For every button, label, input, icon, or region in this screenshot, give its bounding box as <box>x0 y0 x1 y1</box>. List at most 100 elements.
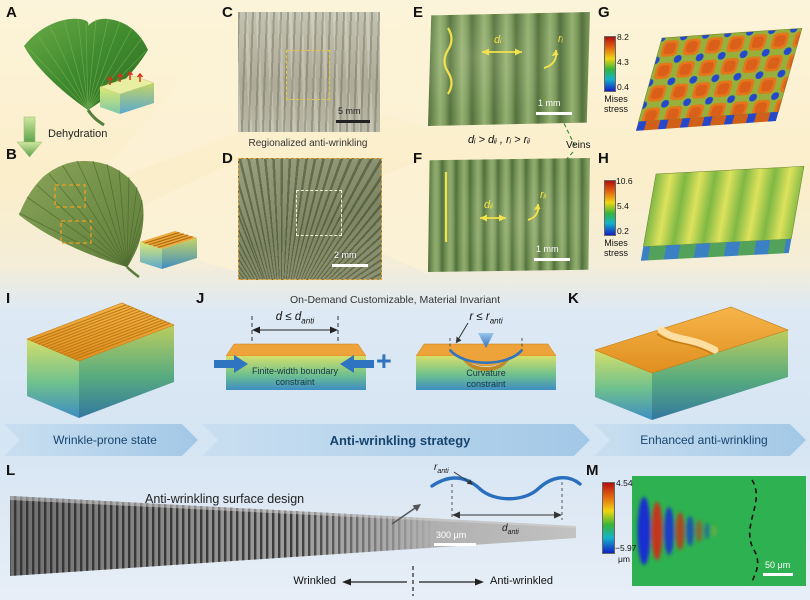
wrinkle-boundary-annotations <box>342 566 484 596</box>
panel-e-annotations: dᵢ rᵢ 1 mm <box>443 27 572 115</box>
flow-arrow-wrinkle-prone: Wrinkle-prone state <box>4 424 198 456</box>
panel-d-leaf-surface-photo <box>238 158 382 280</box>
flow-arrow-enhanced: Enhanced anti-wrinkling <box>594 424 806 456</box>
panel-letter-d: D <box>222 150 233 167</box>
panel-f-vein-surface-photo <box>428 158 590 272</box>
panel-c-leaf-surface-photo <box>238 12 380 132</box>
d-i-label: dᵢ <box>494 34 502 46</box>
r-ii-label: rᵢᵢ <box>540 189 547 201</box>
panel-letter-e: E <box>413 4 424 21</box>
panel-c-scalebar <box>336 120 370 123</box>
panel-c-zoom-box <box>286 50 330 100</box>
leaf-veins <box>27 18 148 111</box>
wavy-vein-annotation <box>443 27 453 95</box>
anti-wrinkled-block-illustration <box>594 306 789 420</box>
panel-l-title: Anti-wrinkling surface design <box>145 492 305 506</box>
leaf-stem <box>86 109 105 127</box>
r-anti-label: ranti <box>434 462 449 475</box>
panel-m-scalebar <box>763 573 793 576</box>
formula-r-anti: r ≤ ranti <box>469 311 503 326</box>
colorbar-m-min-tick: −5.97 <box>615 543 637 553</box>
panel-letter-j: J <box>196 290 205 307</box>
colorbar-m-max-tick: 4.54 <box>616 478 633 488</box>
leaf-zoom-box-upper <box>54 184 86 208</box>
inset-pointer-arrow <box>391 504 421 525</box>
veins-label: Veins <box>566 140 591 151</box>
design-curve <box>430 476 582 501</box>
plus-sign: + <box>376 346 392 376</box>
inward-arrow-left-icon <box>214 355 248 373</box>
panel-letter-h: H <box>598 150 609 167</box>
panel-j-title: On-Demand Customizable, Material Invaria… <box>289 294 501 306</box>
fem-stripe-surface <box>640 165 805 261</box>
dried-leaf-stem <box>126 266 140 278</box>
anti-wrinkled-label: Anti-wrinkled <box>490 575 553 587</box>
panel-c-scalebar-label: 5 mm <box>338 106 361 116</box>
panel-letter-a: A <box>6 4 17 21</box>
colorbar-g-mid-tick: 4.3 <box>617 57 629 67</box>
surface-height-map: 50 μm <box>632 476 806 586</box>
panel-d-scalebar-label: 2 mm <box>334 250 357 260</box>
anti-wrinkling-curve-schematic: ranti danti <box>430 462 582 536</box>
finite-width-constraint-schematic <box>214 316 374 390</box>
panel-letter-c: C <box>222 4 233 21</box>
vein-dimension-inequality: dᵢ > dᵢᵢ , rᵢ > rᵢᵢ <box>467 134 531 146</box>
panel-l-scalebar-label: 300 μm <box>436 530 466 540</box>
colorbar-g-max-tick: 8.2 <box>617 32 629 42</box>
formula-d-anti: d ≤ danti <box>275 311 315 326</box>
panel-letter-b: B <box>6 146 17 163</box>
regionalized-anti-wrinkling-caption: Regionalized anti-wrinkling <box>248 138 368 149</box>
dehydration-label: Dehydration <box>48 128 108 140</box>
colorbar-h-min-tick: 0.2 <box>617 226 629 236</box>
fem-checkerboard-surface <box>635 27 803 131</box>
dried-leaf-wrinkle-lines <box>18 160 144 268</box>
panel-letter-f: F <box>413 150 423 167</box>
curvature-arc <box>448 349 524 365</box>
wrinkled-block-icon <box>140 231 197 269</box>
smooth-fold-line <box>656 333 714 355</box>
mises-stress-label-h: Mises stress <box>603 238 628 259</box>
colorbar-h-max-tick: 10.6 <box>616 176 633 186</box>
panel-letter-i: I <box>6 290 11 307</box>
d-ii-label: dᵢᵢ <box>484 199 493 211</box>
d-anti-label: danti <box>502 523 519 536</box>
mises-stress-label-g: Mises stress <box>603 94 628 115</box>
down-pressure-arrow-icon <box>478 333 494 348</box>
colorbar-h-mid-tick: 5.4 <box>617 201 629 211</box>
r-i-label: rᵢ <box>558 33 564 45</box>
panel-letter-l: L <box>6 462 16 479</box>
compression-block-icon <box>99 70 155 114</box>
mises-colorbar-h <box>604 180 616 236</box>
panel-f-scalebar <box>534 258 570 261</box>
panel-e-scalebar <box>536 112 572 115</box>
panel-m-scalebar-label: 50 μm <box>765 560 790 570</box>
panel-l-scalebar <box>434 543 476 546</box>
smooth-fold-highlight <box>657 326 719 354</box>
wrinkle-fringe-blobs <box>637 497 717 565</box>
colorbar-m-unit: μm <box>618 554 630 564</box>
dried-ginkgo-leaf-illustration <box>18 160 144 278</box>
upward-stress-arrows-icon <box>106 70 144 85</box>
panel-letter-k: K <box>568 290 579 307</box>
curvature-caption: Curvature constraint <box>466 368 506 389</box>
panel-letter-m: M <box>586 462 599 479</box>
dehydration-down-arrow-icon <box>16 116 43 158</box>
panel-e-vein-surface-photo <box>428 12 590 126</box>
panel-e-scalebar-label: 1 mm <box>538 98 561 108</box>
height-colorbar-m <box>602 482 615 554</box>
mises-colorbar-g <box>604 36 616 92</box>
dimple-shading <box>458 356 514 371</box>
finite-width-caption: Finite-width boundary constraint <box>251 366 339 387</box>
panel-d-scalebar <box>332 264 368 267</box>
flow-arrow-anti-wrinkling-strategy: Anti-wrinkling strategy <box>202 424 590 456</box>
wedge-sample-photo: 300 μm <box>10 496 576 576</box>
leaf-zoom-box-lower <box>60 220 92 244</box>
wrinkle-ridge-lines <box>31 304 170 360</box>
curvature-constraint-schematic <box>415 322 557 390</box>
panel-d-zoom-box <box>296 190 342 236</box>
wrinkle-prone-block-illustration <box>26 302 175 418</box>
boundary-dashed-curve <box>748 479 759 585</box>
panel-f-scalebar-label: 1 mm <box>536 244 559 254</box>
panel-letter-g: G <box>598 4 610 21</box>
